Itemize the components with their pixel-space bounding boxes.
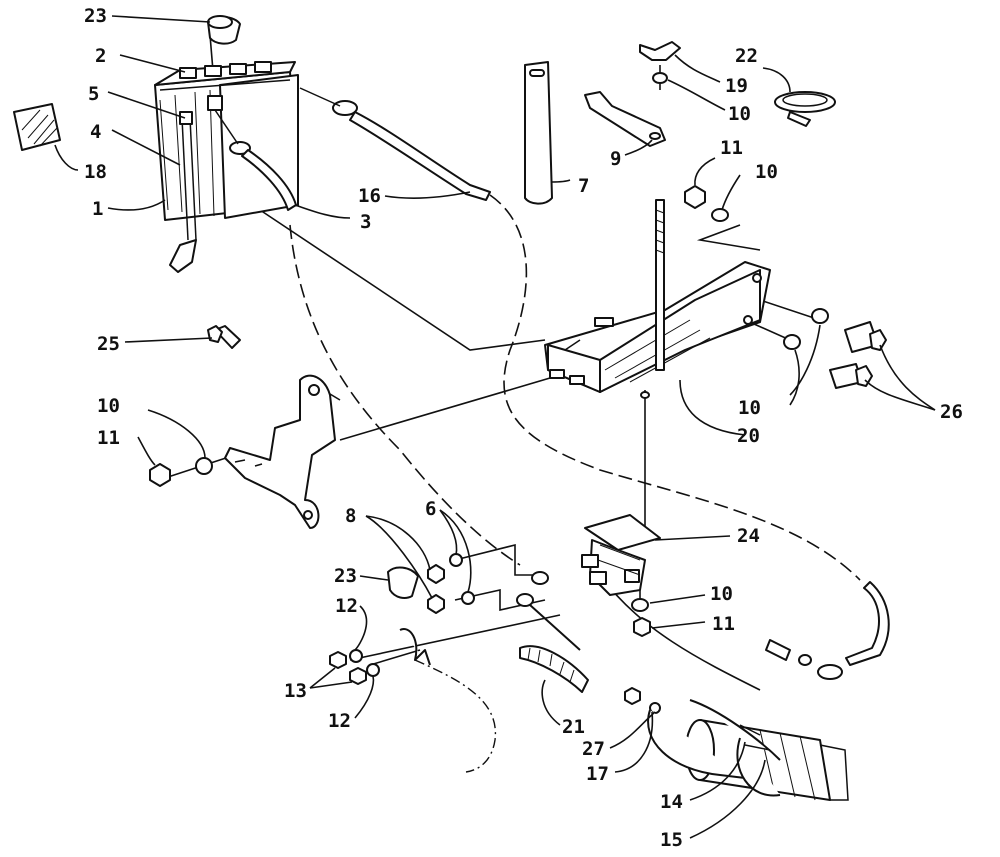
nut-washer-left	[149, 457, 213, 487]
bracket-9	[584, 91, 666, 147]
callout-10: 10	[710, 583, 733, 605]
callout-23: 23	[84, 5, 107, 27]
callout-12: 12	[328, 710, 351, 732]
callout-5: 5	[88, 83, 99, 105]
callout-1: 1	[92, 198, 103, 220]
callout-6: 6	[425, 498, 436, 520]
starter-motor	[647, 699, 849, 801]
callout-17: 17	[586, 763, 609, 785]
nuts-washers-12-13	[329, 649, 380, 685]
callout-4: 4	[90, 121, 101, 143]
decal-18	[13, 103, 61, 151]
ground-wire	[399, 628, 497, 773]
nut-27	[624, 687, 661, 714]
ground-cable-right	[765, 581, 890, 680]
callout-leaders	[54, 15, 936, 839]
callout-11: 11	[720, 137, 743, 159]
nut-washer-solenoid	[631, 598, 651, 637]
callout-2: 2	[95, 45, 106, 67]
callout-19: 19	[725, 75, 748, 97]
cable-21	[519, 604, 589, 693]
callout-3: 3	[360, 211, 371, 233]
mounting-bracket	[224, 374, 336, 529]
callout-12: 12	[335, 595, 358, 617]
callout-numbers: 23 2 5 4 18 1 16 3 9 7 19 10 22 11 10 25…	[84, 5, 963, 851]
callout-20: 20	[737, 425, 760, 447]
callout-14: 14	[660, 791, 683, 813]
callout-10: 10	[97, 395, 120, 417]
callout-27: 27	[582, 738, 605, 760]
callout-11: 11	[97, 427, 120, 449]
cable-3	[207, 95, 297, 211]
callout-15: 15	[660, 829, 683, 851]
solenoid-24	[581, 514, 661, 596]
battery-1	[154, 61, 299, 221]
nut-washer-upper	[684, 185, 729, 222]
callout-10: 10	[738, 397, 761, 419]
terminal-boot-23-top	[207, 15, 241, 45]
callout-21: 21	[562, 716, 585, 738]
callout-25: 25	[97, 333, 120, 355]
cable-16	[299, 87, 491, 201]
callout-16: 16	[358, 185, 381, 207]
cable-tie-22	[774, 91, 836, 127]
wing-nut-19	[639, 41, 681, 84]
callout-10: 10	[755, 161, 778, 183]
callout-26: 26	[940, 401, 963, 423]
callout-7: 7	[578, 175, 589, 197]
nuts-washers-8-6	[427, 553, 549, 614]
callout-23: 23	[334, 565, 357, 587]
callout-18: 18	[84, 161, 107, 183]
strap-7	[524, 61, 553, 205]
callout-24: 24	[737, 525, 760, 547]
washers-bolts-26	[783, 308, 887, 389]
vent-tube-4	[169, 111, 197, 273]
terminal-boot-23-lower	[387, 566, 419, 599]
stud-rod	[655, 199, 665, 371]
callout-8: 8	[345, 505, 356, 527]
callout-10: 10	[728, 103, 751, 125]
callout-9: 9	[610, 148, 621, 170]
callout-22: 22	[735, 45, 758, 67]
callout-11: 11	[712, 613, 735, 635]
bolt-25	[207, 325, 241, 349]
callout-13: 13	[284, 680, 307, 702]
